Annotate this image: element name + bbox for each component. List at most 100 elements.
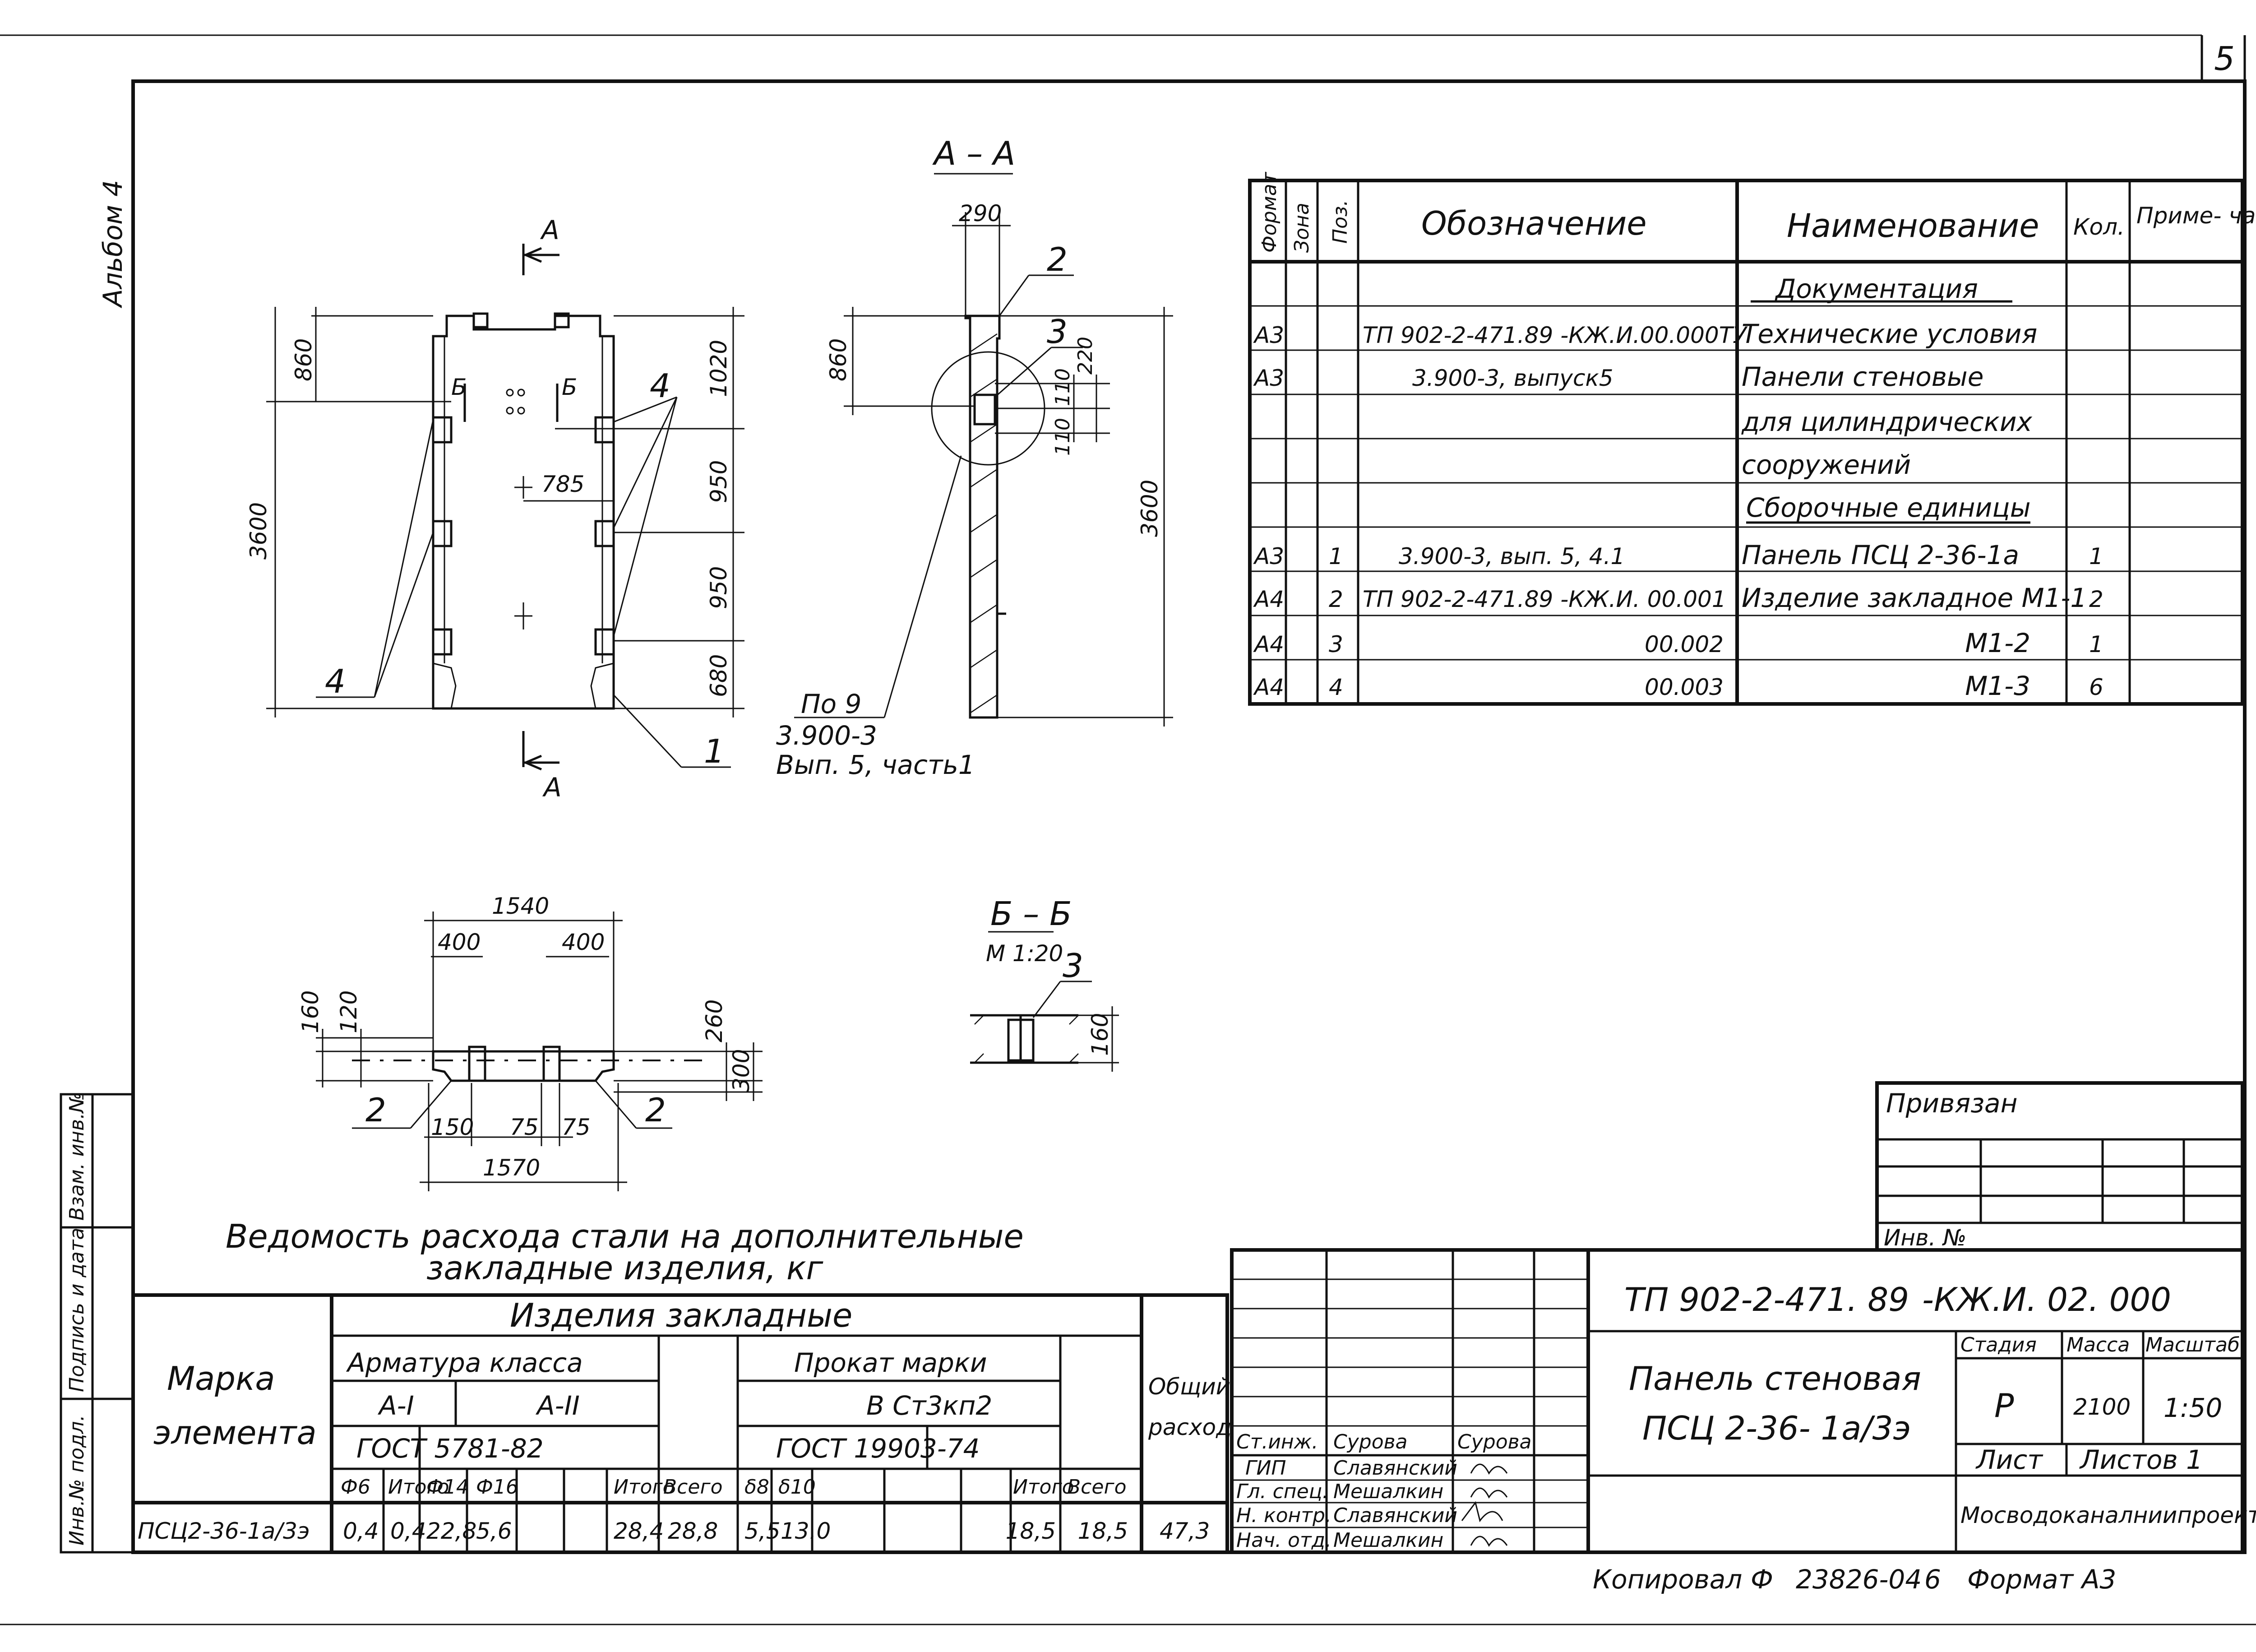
steel-armature-header: Арматура класса bbox=[346, 1347, 583, 1378]
spec-header-format: Формат bbox=[1258, 171, 1281, 253]
steel-row-mark: ПСЦ2-36-1а/3э bbox=[138, 1518, 310, 1544]
organization-name: Мосводоканалниипроект bbox=[1960, 1502, 2256, 1528]
doc-code-1: ТП 902-2-471. 89 bbox=[1624, 1281, 1909, 1319]
dim-220: 220 bbox=[1074, 337, 1097, 375]
doc-code-2: -КЖ.И. 02. 000 bbox=[1922, 1281, 2171, 1319]
steel-column-header: Итого bbox=[388, 1476, 449, 1499]
spec-row-pos: 4 bbox=[1329, 674, 1343, 700]
person-role: Н. контр. bbox=[1236, 1504, 1331, 1527]
spec-row-designation: 3.900-3, выпуск5 bbox=[1412, 365, 1613, 391]
spec-row-name: сооружений bbox=[1742, 449, 1911, 480]
order-sheet: 6 bbox=[1924, 1564, 1941, 1595]
dim-75-b: 75 bbox=[562, 1114, 591, 1140]
section-bb-scale: М 1:20 bbox=[986, 940, 1063, 967]
position-2-plan-right: 2 bbox=[645, 1091, 666, 1129]
reference-doc-1: 3.900-3 bbox=[776, 720, 877, 751]
bound-label: Привязан bbox=[1886, 1088, 2018, 1119]
steel-row-value: 18,5 bbox=[1006, 1518, 1056, 1544]
format-label: Формат А3 bbox=[1967, 1564, 2116, 1595]
signature-marks bbox=[1461, 1463, 1508, 1547]
steel-column-header: δ8 bbox=[744, 1476, 769, 1499]
spec-row-designation: ТП 902-2-471.89 -КЖ.И. 00.001 bbox=[1363, 586, 1726, 612]
steel-gost-rolled: ГОСТ 19903-74 bbox=[776, 1433, 980, 1464]
spec-row-name: Панель ПСЦ 2-36-1а bbox=[1742, 540, 2019, 570]
position-1: 1 bbox=[704, 732, 725, 770]
steel-total-header-2: расход bbox=[1148, 1414, 1232, 1440]
steel-column-header: Ф16 bbox=[476, 1476, 518, 1499]
dim-1020: 1020 bbox=[706, 340, 732, 397]
mass-value: 2100 bbox=[2073, 1394, 2131, 1420]
specification-table bbox=[1248, 179, 2244, 706]
steel-column-header: Всего bbox=[1067, 1476, 1126, 1499]
steel-row-total: 47,3 bbox=[1160, 1518, 1210, 1544]
mass-header: Масса bbox=[2066, 1333, 2130, 1356]
dim-1570: 1570 bbox=[483, 1155, 540, 1181]
spec-row-format: А3 bbox=[1253, 365, 1284, 391]
spec-row-format: А3 bbox=[1253, 543, 1284, 569]
spec-row-qty: 2 bbox=[2089, 586, 2103, 612]
dim-110-a: 110 bbox=[1051, 368, 1074, 406]
dim-160-bb: 160 bbox=[1087, 1013, 1113, 1056]
panel-front-view bbox=[266, 244, 744, 771]
album-label: Альбом 4 bbox=[97, 180, 128, 309]
stage-value: Р bbox=[1994, 1387, 2014, 1425]
sheet-label: Лист bbox=[1975, 1444, 2043, 1475]
dim-860: 860 bbox=[291, 338, 317, 381]
spec-row-format: А4 bbox=[1253, 674, 1284, 700]
steel-row-value: 0,4 bbox=[343, 1518, 379, 1544]
dim-290: 290 bbox=[959, 200, 1002, 227]
side-stamp-signature-date: Подпись и дата bbox=[65, 1228, 88, 1392]
spec-row-qty: 6 bbox=[2089, 674, 2103, 700]
cut-label-top: А bbox=[540, 215, 559, 245]
sheets-label: Листов 1 bbox=[2079, 1444, 2203, 1475]
side-stamp-inv-original: Инв.№ подл. bbox=[65, 1415, 88, 1546]
steel-row-value: 18,5 bbox=[1078, 1518, 1128, 1544]
spec-row-name: М1-2 bbox=[1965, 628, 2030, 658]
spec-row-format: А4 bbox=[1253, 586, 1284, 612]
inv-label: Инв. № bbox=[1884, 1225, 1966, 1251]
section-aa-view bbox=[794, 173, 1173, 727]
steel-row-value: 5,5 bbox=[744, 1518, 781, 1544]
steel-row-value: 28,4 bbox=[614, 1518, 664, 1544]
steel-class-a2: А-II bbox=[535, 1390, 580, 1421]
spec-row-pos: 3 bbox=[1329, 631, 1343, 657]
dim-860-aa: 860 bbox=[825, 338, 851, 381]
spec-row-qty: 1 bbox=[2089, 631, 2103, 657]
spec-row-name: Панели стеновые bbox=[1742, 361, 1983, 392]
position-2-aa: 2 bbox=[1047, 241, 1068, 278]
steel-gost-armature: ГОСТ 5781-82 bbox=[356, 1433, 544, 1464]
spec-row-name: Изделие закладное М1-1 bbox=[1742, 583, 2087, 613]
panel-plan-view bbox=[316, 912, 763, 1191]
dim-150: 150 bbox=[431, 1114, 474, 1140]
dim-3600-aa: 3600 bbox=[1137, 480, 1163, 537]
scale-value: 1:50 bbox=[2164, 1393, 2222, 1423]
spec-row-name: Технические условия bbox=[1742, 319, 2037, 349]
steel-group-header: Изделия закладные bbox=[510, 1296, 852, 1334]
steel-row-value: 5,6 bbox=[476, 1518, 512, 1544]
copied-sign: Ф bbox=[1751, 1564, 1773, 1595]
section-b-label-right: Б bbox=[562, 374, 577, 400]
dim-1540: 1540 bbox=[492, 893, 549, 919]
steel-row-value: 13.0 bbox=[781, 1518, 831, 1544]
spec-header-qty: Кол. bbox=[2073, 214, 2125, 240]
person-role: Ст.инж. bbox=[1236, 1430, 1318, 1453]
person-role: Гл. спец. bbox=[1236, 1480, 1329, 1503]
dim-680: 680 bbox=[706, 654, 732, 697]
position-3-aa: 3 bbox=[1047, 313, 1068, 351]
steel-row-value: 22,8 bbox=[426, 1518, 476, 1544]
steel-rolled-header: Прокат марки bbox=[794, 1347, 987, 1378]
copied-label: Копировал bbox=[1593, 1564, 1742, 1595]
section-b-label-left: Б bbox=[451, 374, 467, 400]
spec-row-pos: 1 bbox=[1329, 543, 1343, 569]
person-name: Сурова bbox=[1333, 1430, 1408, 1453]
spec-row-designation: ТП 902-2-471.89 -КЖ.И.00.000ТУ bbox=[1363, 322, 1748, 348]
dim-75-a: 75 bbox=[510, 1114, 539, 1140]
person-name: Славянский bbox=[1333, 1457, 1457, 1480]
position-3-bb: 3 bbox=[1063, 947, 1083, 985]
dim-120: 120 bbox=[336, 990, 362, 1033]
spec-row-designation: 00.002 bbox=[1645, 631, 1724, 657]
spec-row-format: А3 bbox=[1253, 322, 1284, 348]
spec-row-qty: 1 bbox=[2089, 543, 2103, 569]
spec-header-zone: Зона bbox=[1290, 203, 1313, 253]
